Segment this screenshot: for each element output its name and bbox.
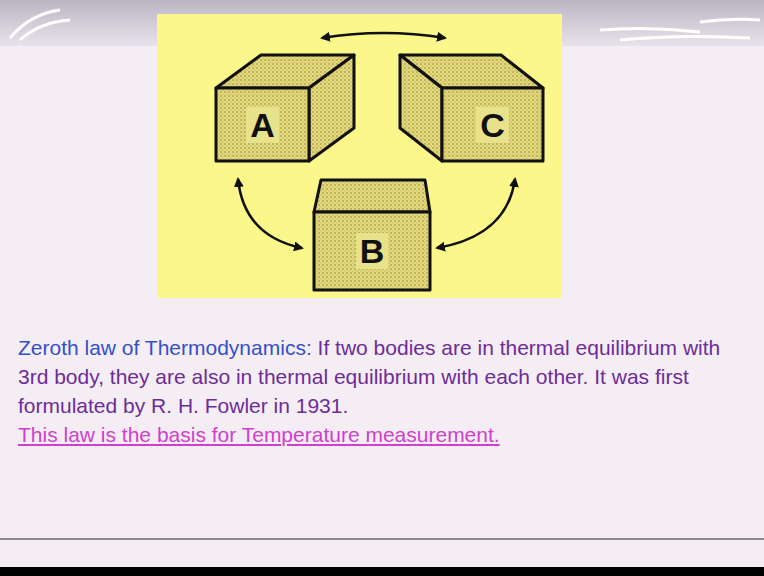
box-letter: B — [356, 233, 389, 269]
box-letter: A — [246, 107, 279, 143]
law-text: Zeroth law of Thermodynamics: If two bod… — [18, 333, 754, 449]
cube-outline — [214, 53, 356, 163]
law-note: This law is the basis for Temperature me… — [18, 420, 754, 449]
rule-line — [0, 538, 764, 540]
cube-outline — [398, 53, 545, 163]
cube-box: A — [216, 55, 354, 161]
box-letter: C — [476, 107, 509, 143]
equilibrium-arrow — [322, 33, 445, 38]
cube-box: B — [314, 180, 430, 290]
yellow-panel — [157, 14, 562, 298]
law-heading: Zeroth law of Thermodynamics: — [18, 336, 312, 359]
cube-face: A — [216, 88, 309, 161]
bottom-bar — [0, 567, 764, 576]
cube-face: C — [442, 88, 543, 161]
cube-face: B — [314, 212, 430, 290]
cube-box: C — [400, 55, 543, 161]
equilibrium-arrow — [238, 179, 302, 248]
equilibrium-arrow — [437, 179, 515, 248]
